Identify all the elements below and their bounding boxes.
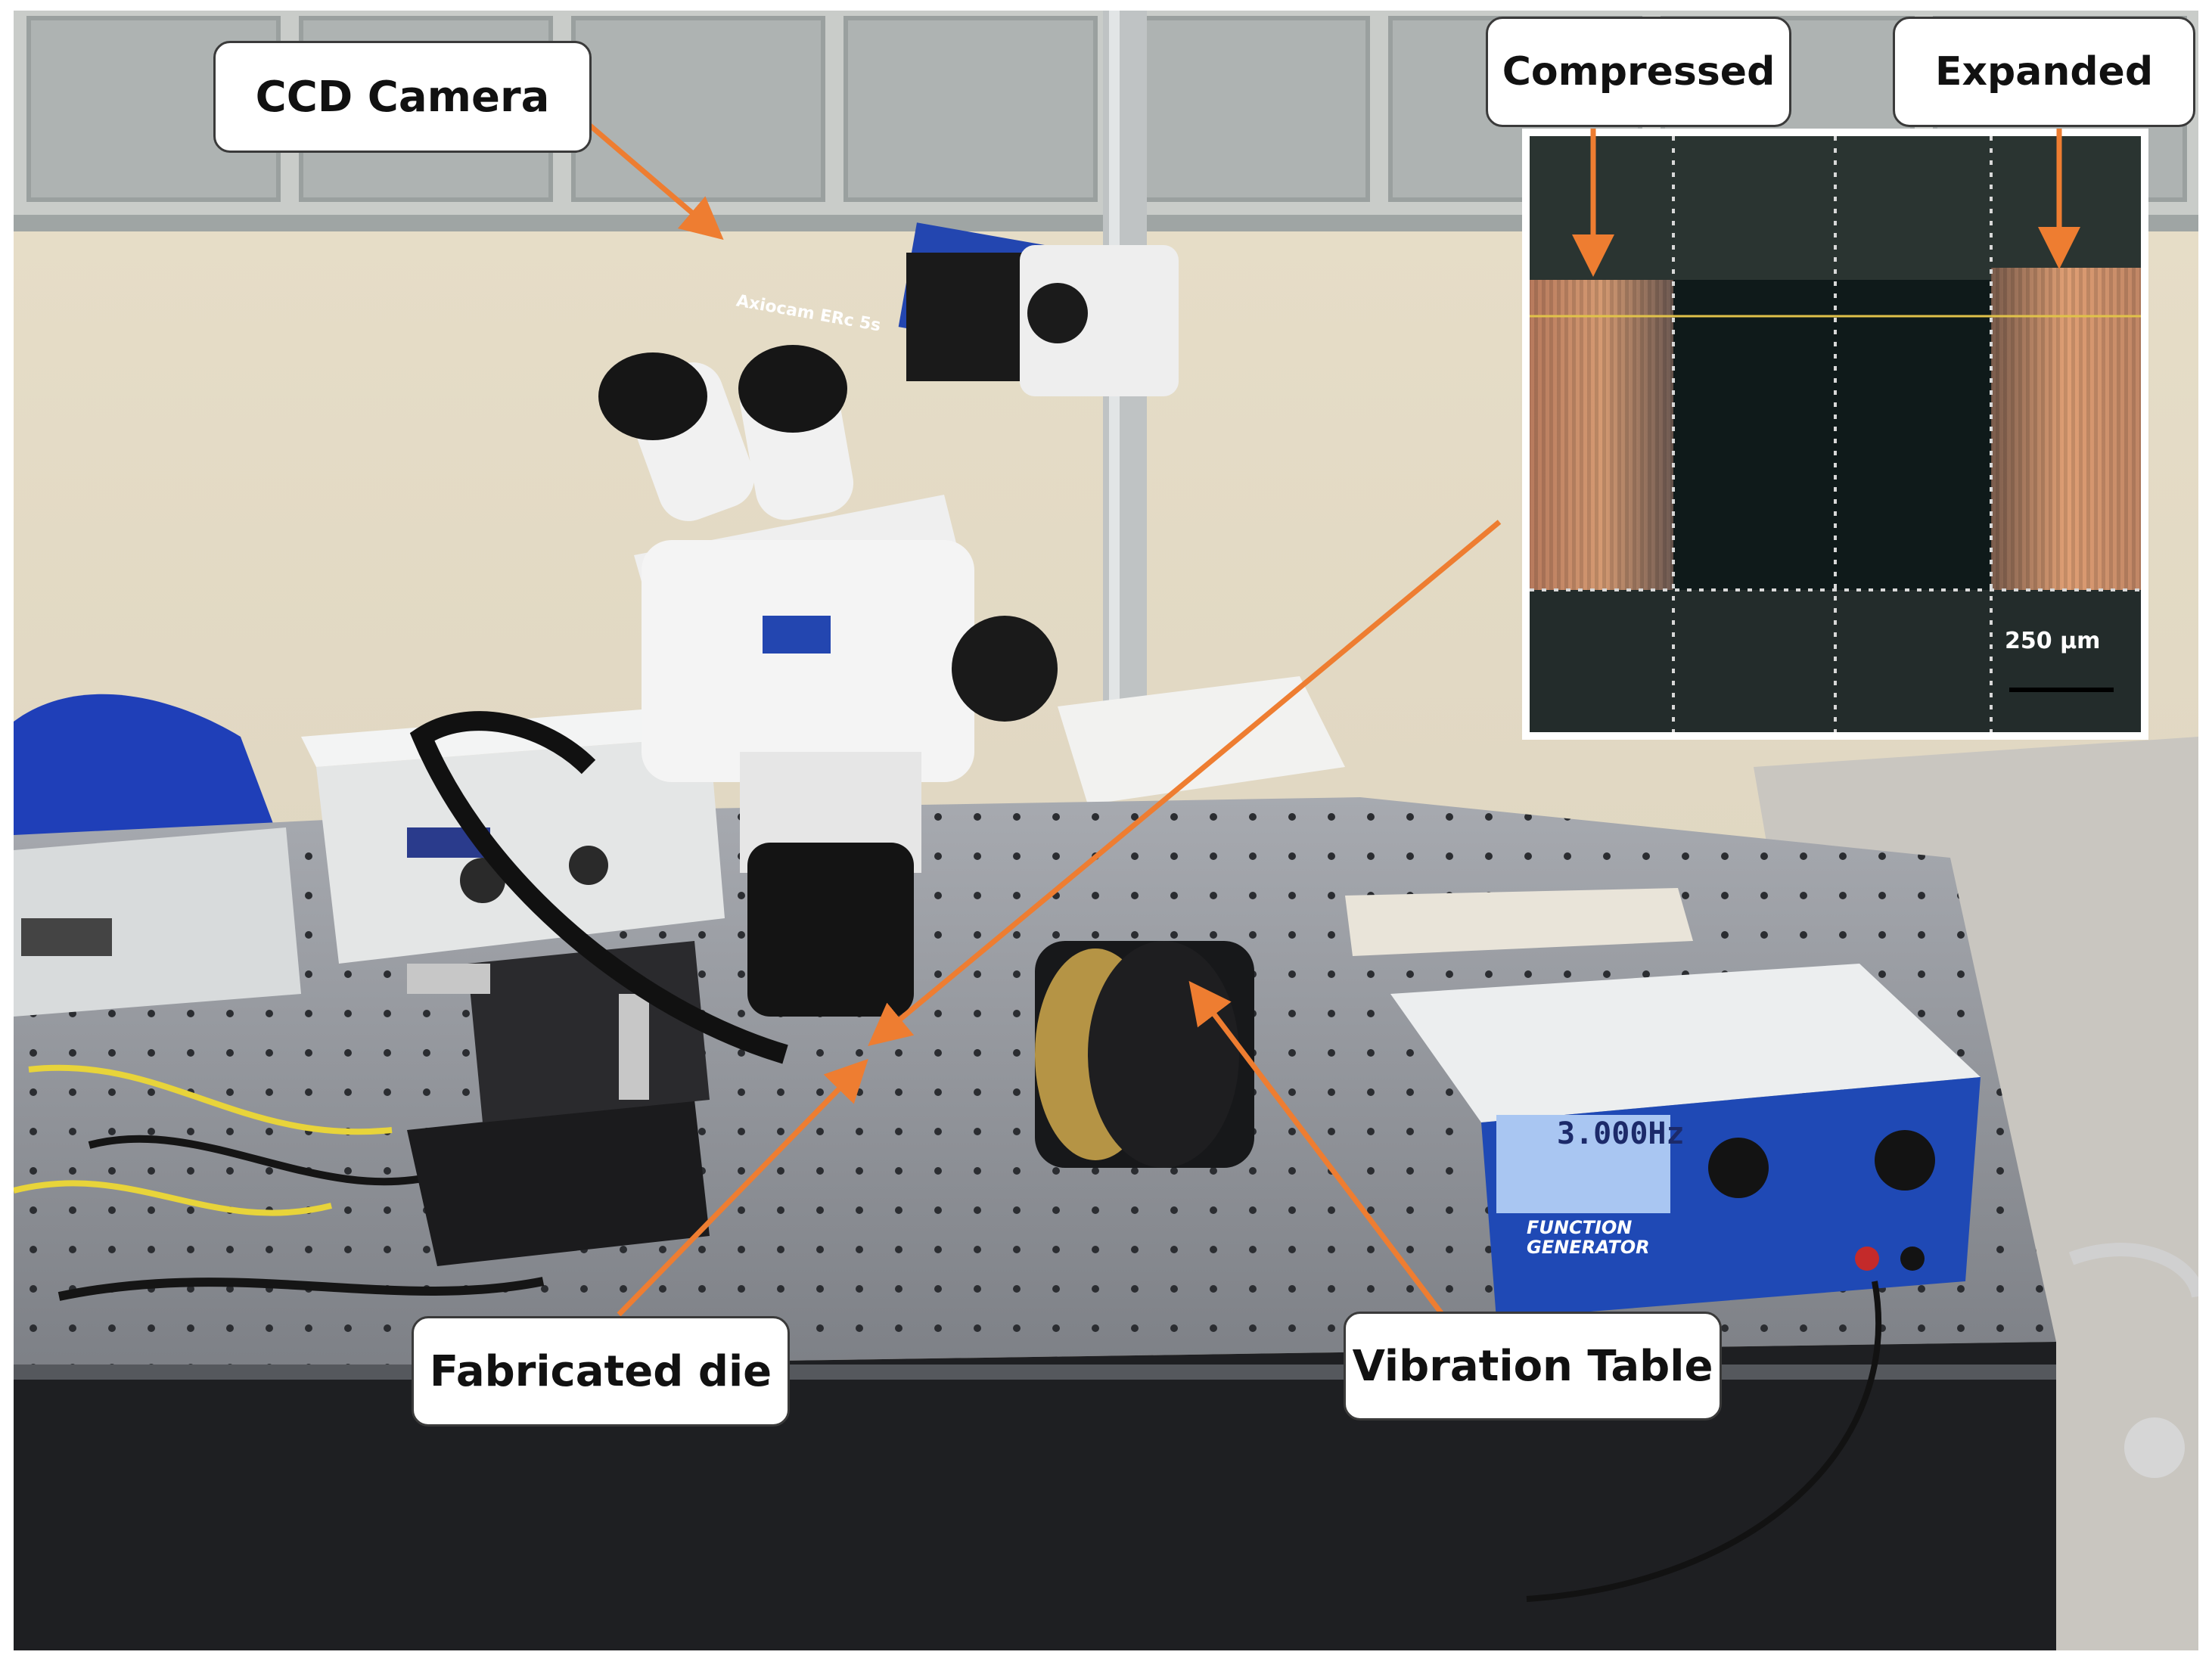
ccd-camera-label: CCD Camera [213, 41, 592, 153]
compressed-label: Compressed [1486, 17, 1791, 127]
vibration-table-label: Vibration Table [1344, 1312, 1722, 1420]
vibration-table-arrow [1188, 980, 1465, 1344]
fabricated-die-arrow [617, 1058, 868, 1317]
ccd-camera-arrow [588, 123, 724, 241]
function-generator-display: 3.000Hz [1557, 1116, 1685, 1151]
fabricated-die-label: Fabricated die [412, 1316, 790, 1427]
function-generator-title: FUNCTION GENERATOR [1527, 1217, 1650, 1258]
inset-pointer-arrow [868, 520, 1502, 1046]
expanded-label: Expanded [1893, 17, 2195, 127]
scale-bar-label: 250 µm [2005, 628, 2101, 654]
